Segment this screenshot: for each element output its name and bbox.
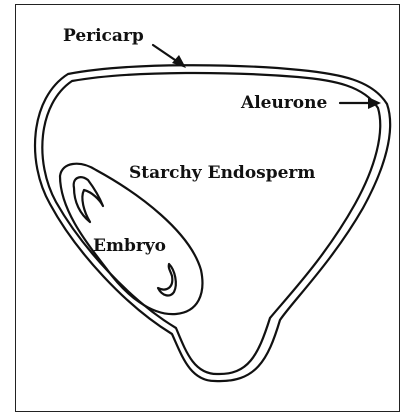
aleurone-outline <box>42 73 380 374</box>
aleurone-arrowhead <box>368 97 381 109</box>
aleurone-label: Aleurone <box>240 93 327 113</box>
pericarp-arrow <box>153 45 178 62</box>
embryo-shoot-crescent <box>74 177 103 222</box>
embryo-label: Embryo <box>93 236 166 256</box>
pericarp-outline <box>35 65 390 381</box>
endosperm-label: Starchy Endosperm <box>129 163 315 183</box>
pericarp-label: Pericarp <box>63 26 144 46</box>
embryo-root-crescent <box>158 264 176 295</box>
